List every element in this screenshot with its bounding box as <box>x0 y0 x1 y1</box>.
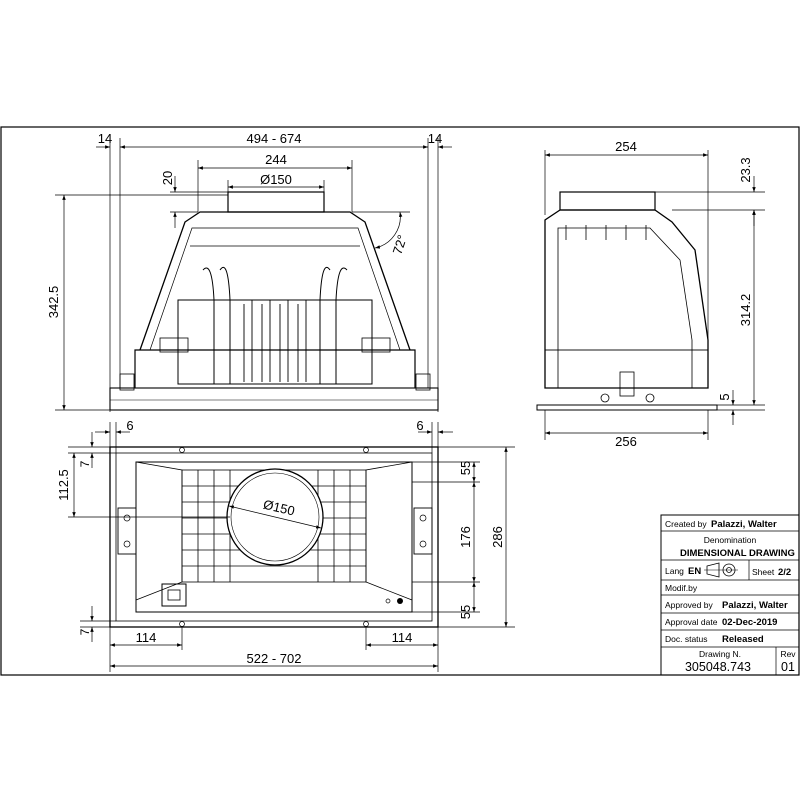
dim-height: 342.5 <box>46 286 61 319</box>
dim-left-inset: 114 <box>136 630 157 645</box>
tb-approval-date-value: 02-Dec-2019 <box>722 617 777 628</box>
dim-right-margin: 14 <box>428 131 442 146</box>
projection-symbol-icon <box>704 562 738 578</box>
tb-lang-label: Lang <box>665 566 684 576</box>
tb-drawing-no-label: Drawing N. <box>699 649 741 659</box>
tb-created-by-label: Created by <box>665 519 707 529</box>
dim-side-base-depth: 256 <box>615 434 637 449</box>
top-view-dim-labels: 6 6 7 112.5 7 55 176 55 286 Ø150 114 114… <box>56 418 505 666</box>
tb-sheet-label: Sheet <box>752 567 775 577</box>
dim-top-width-range: 522 - 702 <box>247 651 302 666</box>
dim-side-body-height: 314.2 <box>738 294 753 327</box>
tb-denomination-value: DIMENSIONAL DRAWING <box>680 548 795 559</box>
front-filter-fins <box>243 300 307 382</box>
dim-bottom-edge: 7 <box>78 628 92 635</box>
dim-center-span: 176 <box>458 526 473 548</box>
side-view-dim-labels: 254 23.3 314.2 5 256 <box>615 139 753 449</box>
dim-top-left-center: 112.5 <box>56 469 71 501</box>
side-base-plate <box>536 404 718 411</box>
dim-total-depth: 286 <box>490 526 505 548</box>
dim-side-collar: 23.3 <box>738 157 753 182</box>
tb-lang-value: EN <box>688 566 701 577</box>
dim-bottom-gap: 55 <box>458 605 473 619</box>
tb-approval-date-label: Approval date <box>665 617 718 627</box>
tb-sheet-value: 2/2 <box>778 567 791 578</box>
dim-duct-spacing: 244 <box>265 152 287 167</box>
dim-duct-diameter: Ø150 <box>260 172 292 187</box>
dim-top-right-offset: 6 <box>416 418 423 433</box>
tb-rev-label: Rev <box>780 649 796 659</box>
dim-top-left-offset: 6 <box>126 418 133 433</box>
top-outer-frame <box>109 446 439 628</box>
side-duct-collar <box>559 191 656 211</box>
title-block <box>660 514 800 676</box>
front-lower-housing <box>134 349 416 388</box>
dim-left-margin: 14 <box>98 131 112 146</box>
tb-denomination-label: Denomination <box>704 535 757 545</box>
drawing-frame <box>0 126 800 676</box>
front-upper-body <box>139 211 411 351</box>
tb-drawing-no-value: 305048.743 <box>685 660 751 674</box>
dim-top-gap: 55 <box>458 461 473 475</box>
front-view <box>109 191 439 411</box>
tb-doc-status-label: Doc. status <box>665 634 708 644</box>
dim-width-range: 494 - 674 <box>247 131 302 146</box>
tb-approved-by-value: Palazzi, Walter <box>722 600 788 611</box>
dim-side-base-height: 5 <box>717 393 732 400</box>
side-view-dimensions <box>544 150 765 440</box>
dim-right-inset: 114 <box>392 630 413 645</box>
tb-approved-by-label: Approved by <box>665 600 713 610</box>
dim-top-duct-diameter: Ø150 <box>262 497 296 519</box>
dim-top-edge: 7 <box>78 460 92 467</box>
tb-modif-label: Modif.by <box>665 583 698 593</box>
tb-rev-value: 01 <box>781 660 795 674</box>
front-duct-collar <box>227 191 325 213</box>
dim-side-depth: 254 <box>615 139 637 154</box>
dim-angle: 72° <box>390 233 410 256</box>
tb-created-by-value: Palazzi, Walter <box>711 519 777 530</box>
side-body <box>544 209 709 389</box>
front-view-dim-labels: 14 494 - 674 14 244 Ø150 20 72° 342.5 <box>46 131 442 318</box>
title-block-text: Created by Palazzi, Walter Denomination … <box>665 519 796 674</box>
tb-doc-status-value: Released <box>722 634 764 645</box>
top-view-dimensions <box>68 422 515 672</box>
front-base-plate <box>109 387 439 411</box>
side-view <box>536 191 718 411</box>
dim-collar-height: 20 <box>160 171 175 185</box>
front-view-dimensions <box>55 138 452 412</box>
top-view <box>109 446 439 628</box>
